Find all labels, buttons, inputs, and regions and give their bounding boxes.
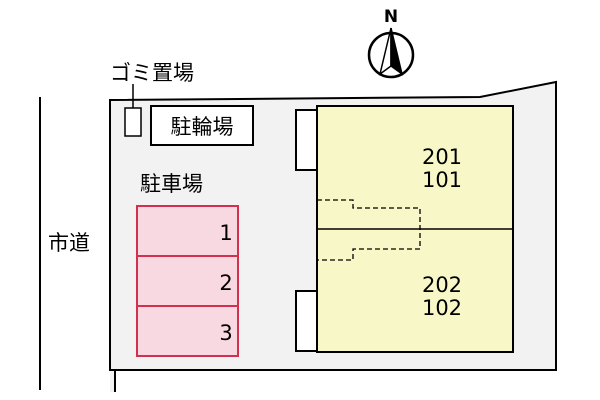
apartment-building: 201 101 202 102 [295, 105, 514, 353]
north-compass-icon [367, 27, 415, 79]
parking-spaces: 1 2 3 [136, 205, 239, 357]
stairway-outline [317, 199, 421, 261]
parking-space-3 [136, 305, 239, 357]
car-parking-label: 駐車場 [140, 172, 203, 196]
city-road-label: 市道 [48, 231, 90, 255]
entrance-step-upper [295, 109, 318, 171]
bicycle-parking-label: 駐輪場 [171, 115, 234, 139]
parking-space-2 [136, 255, 239, 307]
entrance-step-lower [295, 290, 318, 352]
unit-upper-number: 202 [422, 273, 462, 297]
parking-space-number: 1 [219, 221, 232, 245]
lot-boundary [109, 80, 557, 392]
compass-north-label: N [384, 7, 398, 27]
unit-upper-number: 201 [422, 145, 462, 169]
parking-space-1 [136, 205, 239, 257]
unit-lower-number: 101 [422, 168, 462, 192]
garbage-area-box [124, 107, 142, 137]
garbage-area-label: ゴミ置場 [110, 61, 194, 85]
parking-space-number: 2 [219, 271, 232, 295]
parking-space-number: 3 [219, 321, 232, 345]
unit-lower-number: 102 [422, 296, 462, 320]
bicycle-parking-box [150, 105, 254, 146]
